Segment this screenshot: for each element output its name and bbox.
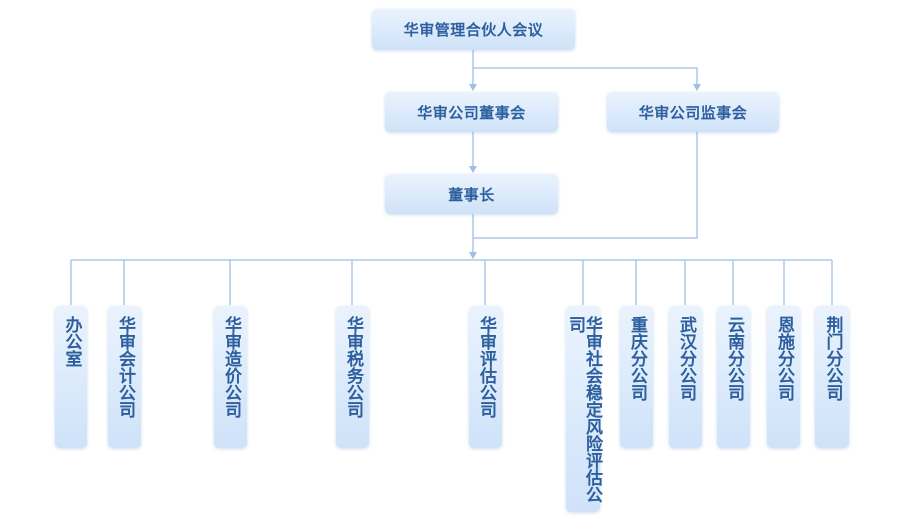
node-label: 华审公司董事会 (417, 103, 526, 122)
node-board-of-directors: 华审公司董事会 (385, 92, 558, 132)
arrow-to-chairman (469, 166, 477, 173)
dept-label: 重庆分公司 (627, 316, 647, 401)
dept-box: 荆门分公司 (815, 306, 849, 448)
dept-label: 恩施分公司 (774, 316, 794, 401)
arrow-to-departments (469, 252, 477, 259)
dept-box: 办公室 (55, 306, 87, 448)
dept-label: 武汉分公司 (676, 316, 696, 401)
dept-box: 华审评估公司 (469, 306, 502, 448)
node-board-of-supervisors: 华审公司监事会 (607, 92, 779, 132)
dept-label: 华审社会稳定风险评估公司 (565, 316, 602, 503)
node-partners-meeting: 华审管理合伙人会议 (372, 9, 575, 50)
dept-box: 重庆分公司 (620, 306, 653, 448)
node-label: 华审公司监事会 (638, 103, 748, 122)
arrow-to-directors (469, 84, 477, 91)
dept-label: 云南分公司 (724, 316, 744, 401)
dept-box: 华审造价公司 (214, 306, 247, 448)
dept-label: 荆门分公司 (822, 316, 843, 401)
node-chairman: 董事长 (385, 174, 558, 214)
dept-label: 办公室 (61, 316, 82, 367)
dept-label: 华审税务公司 (343, 316, 363, 418)
dept-box: 华审会计公司 (108, 306, 141, 448)
connector-partners-to-supervisors (473, 67, 698, 86)
node-label: 董事长 (448, 185, 495, 204)
dept-box: 华审社会稳定风险评估公司 (565, 306, 602, 512)
dept-label: 华审会计公司 (115, 316, 135, 418)
node-label: 华审管理合伙人会议 (403, 21, 544, 39)
dept-box: 云南分公司 (717, 306, 750, 448)
dept-label: 华审评估公司 (476, 316, 496, 418)
arrow-to-supervisors (693, 84, 701, 91)
dept-box: 武汉分公司 (669, 306, 702, 448)
dept-label: 华审造价公司 (221, 316, 241, 418)
dept-box: 华审税务公司 (336, 306, 369, 448)
connector-supervisors-to-bus (473, 132, 698, 239)
dept-box: 恩施分公司 (767, 306, 800, 448)
